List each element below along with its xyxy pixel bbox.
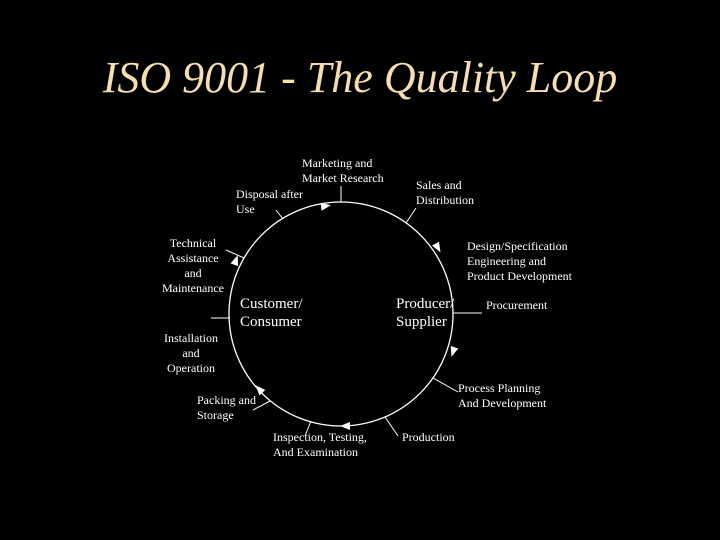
stage-technical: Technical Assistance and Maintenance [162,236,224,295]
tick-packing [252,400,271,411]
flow-arrow-process-planning [450,346,459,357]
stage-production: Production [402,430,455,444]
tick-production [384,416,399,437]
stage-installation: Installation and Operation [164,331,218,375]
stage-process-planning: Process Planning And Development [458,381,547,410]
stage-disposal: Disposal after Use [236,187,303,216]
slide-title: ISO 9001 - The Quality Loop [102,53,618,102]
stage-procurement: Procurement [486,298,548,312]
tick-process-planning [432,377,459,393]
stage-design: Design/Specification Engineering and Pro… [467,239,572,283]
flow-arrow-technical [230,255,239,267]
tick-disposal [275,209,284,220]
tick-technical [225,249,245,259]
customer-consumer-label: Customer/ Consumer [240,296,303,330]
producer-supplier-label: Producer/ Supplier [396,296,455,330]
stage-sales: Sales and Distribution [416,178,475,207]
tick-inspection [304,420,312,437]
flow-arrow-inspection [340,422,350,430]
flow-arrow-design [432,241,441,253]
flow-arrow-marketing [320,202,331,211]
tick-sales [405,207,417,224]
flow-arrow-packing [255,385,266,396]
stage-inspection: Inspection, Testing, And Examination [273,430,367,459]
stage-marketing: Marketing and Market Research [302,156,384,185]
stage-packing: Packing and Storage [197,393,256,422]
